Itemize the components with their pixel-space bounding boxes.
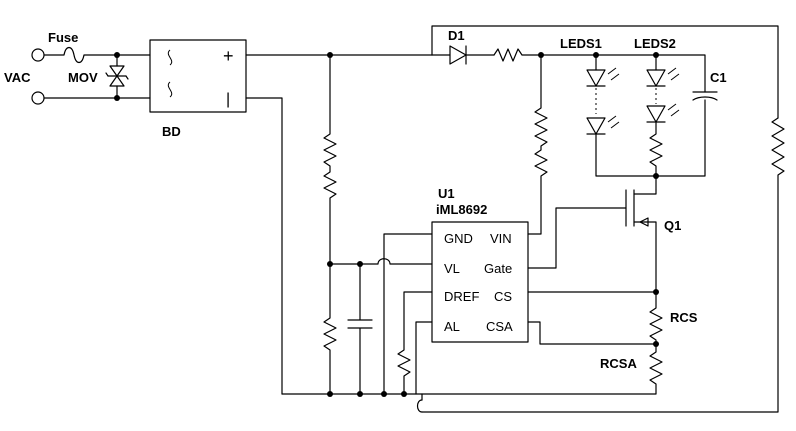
u1-label: U1 bbox=[438, 186, 455, 201]
vl-capacitor bbox=[347, 263, 373, 395]
d1-diode bbox=[431, 45, 495, 65]
al-wire bbox=[415, 321, 433, 395]
vac-label: VAC bbox=[4, 70, 31, 85]
right-resistor bbox=[421, 117, 785, 413]
mov-symbol bbox=[105, 52, 129, 101]
divider-resistors bbox=[323, 54, 337, 395]
led-top-rail bbox=[595, 54, 706, 93]
mov-label: MOV bbox=[68, 70, 98, 85]
pin-vin: VIN bbox=[490, 231, 512, 246]
top-feedback-wire bbox=[431, 25, 779, 119]
fuse-label: Fuse bbox=[48, 30, 78, 45]
rcs-resistor bbox=[649, 291, 663, 345]
c1-label: C1 bbox=[710, 70, 727, 85]
series-resistor bbox=[493, 48, 597, 62]
crossover-hop bbox=[416, 399, 423, 413]
pin-al: AL bbox=[444, 319, 460, 334]
d1-label: D1 bbox=[448, 28, 465, 43]
pin-dref: DREF bbox=[444, 289, 479, 304]
bridge-rectifier bbox=[149, 39, 247, 113]
gnd-wire bbox=[383, 233, 433, 395]
bd-label: BD bbox=[162, 124, 181, 139]
bridge-minus-sign: | bbox=[226, 91, 230, 108]
q1-mosfet bbox=[527, 189, 657, 293]
dc-minus-rail bbox=[245, 97, 283, 395]
vac-terminals bbox=[31, 48, 45, 105]
pin-cs: CS bbox=[494, 289, 512, 304]
pin-csa: CSA bbox=[486, 319, 513, 334]
u1-ic bbox=[431, 221, 529, 343]
rcsa-resistor bbox=[281, 343, 663, 395]
leds2-label: LEDS2 bbox=[634, 36, 676, 51]
bridge-plus-sign: + bbox=[223, 46, 234, 66]
csa-wire bbox=[527, 321, 657, 345]
c1-capacitor bbox=[692, 91, 718, 101]
pin-gnd: GND bbox=[444, 231, 473, 246]
pin-vl: VL bbox=[444, 261, 460, 276]
ic-part-number: iML8692 bbox=[436, 202, 487, 217]
q1-label: Q1 bbox=[664, 218, 681, 233]
rcs-label: RCS bbox=[670, 310, 698, 325]
leds1-label: LEDS1 bbox=[560, 36, 602, 51]
leds1-string bbox=[586, 54, 706, 177]
vin-resistor-chain bbox=[527, 54, 548, 235]
pin-gate: Gate bbox=[484, 261, 512, 276]
rcsa-label: RCSA bbox=[600, 356, 637, 371]
dref-resistor bbox=[397, 291, 433, 395]
vl-wire bbox=[329, 258, 433, 265]
fuse-symbol bbox=[43, 46, 119, 64]
leds2-string bbox=[646, 54, 680, 191]
